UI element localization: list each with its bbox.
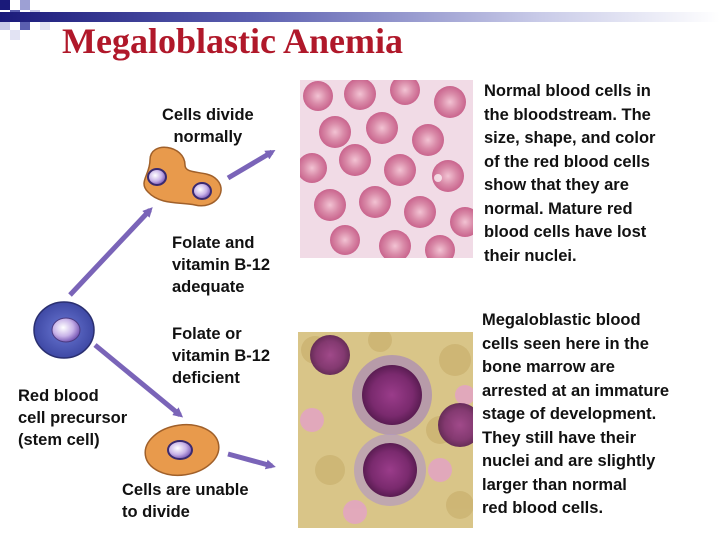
megaloblastic-micrograph [298, 332, 473, 528]
dividing-cell-icon [143, 146, 222, 207]
normal-blood-micrograph [300, 80, 473, 258]
label-cells-unable-to-divide: Cells are unable to divide [122, 481, 249, 521]
arrested-cell-icon [144, 423, 220, 477]
label-cells-divide-normally: Cells divide normally [162, 106, 254, 146]
label-folate-adequate: Folate and vitamin B-12 adequate [172, 234, 271, 296]
stem-cell-icon [33, 301, 95, 359]
label-stem-cell: Red blood cell precursor (stem cell) [18, 387, 128, 449]
description-megaloblastic-cells: Megaloblastic blood cells seen here in t… [482, 311, 670, 517]
flow-arrows [68, 149, 276, 470]
description-normal-cells: Normal blood cells in the bloodstream. T… [484, 82, 656, 265]
slide-title: Megaloblastic Anemia [62, 21, 403, 61]
label-folate-deficient: Folate or vitamin B-12 deficient [172, 325, 271, 387]
header-stripe [0, 12, 720, 22]
